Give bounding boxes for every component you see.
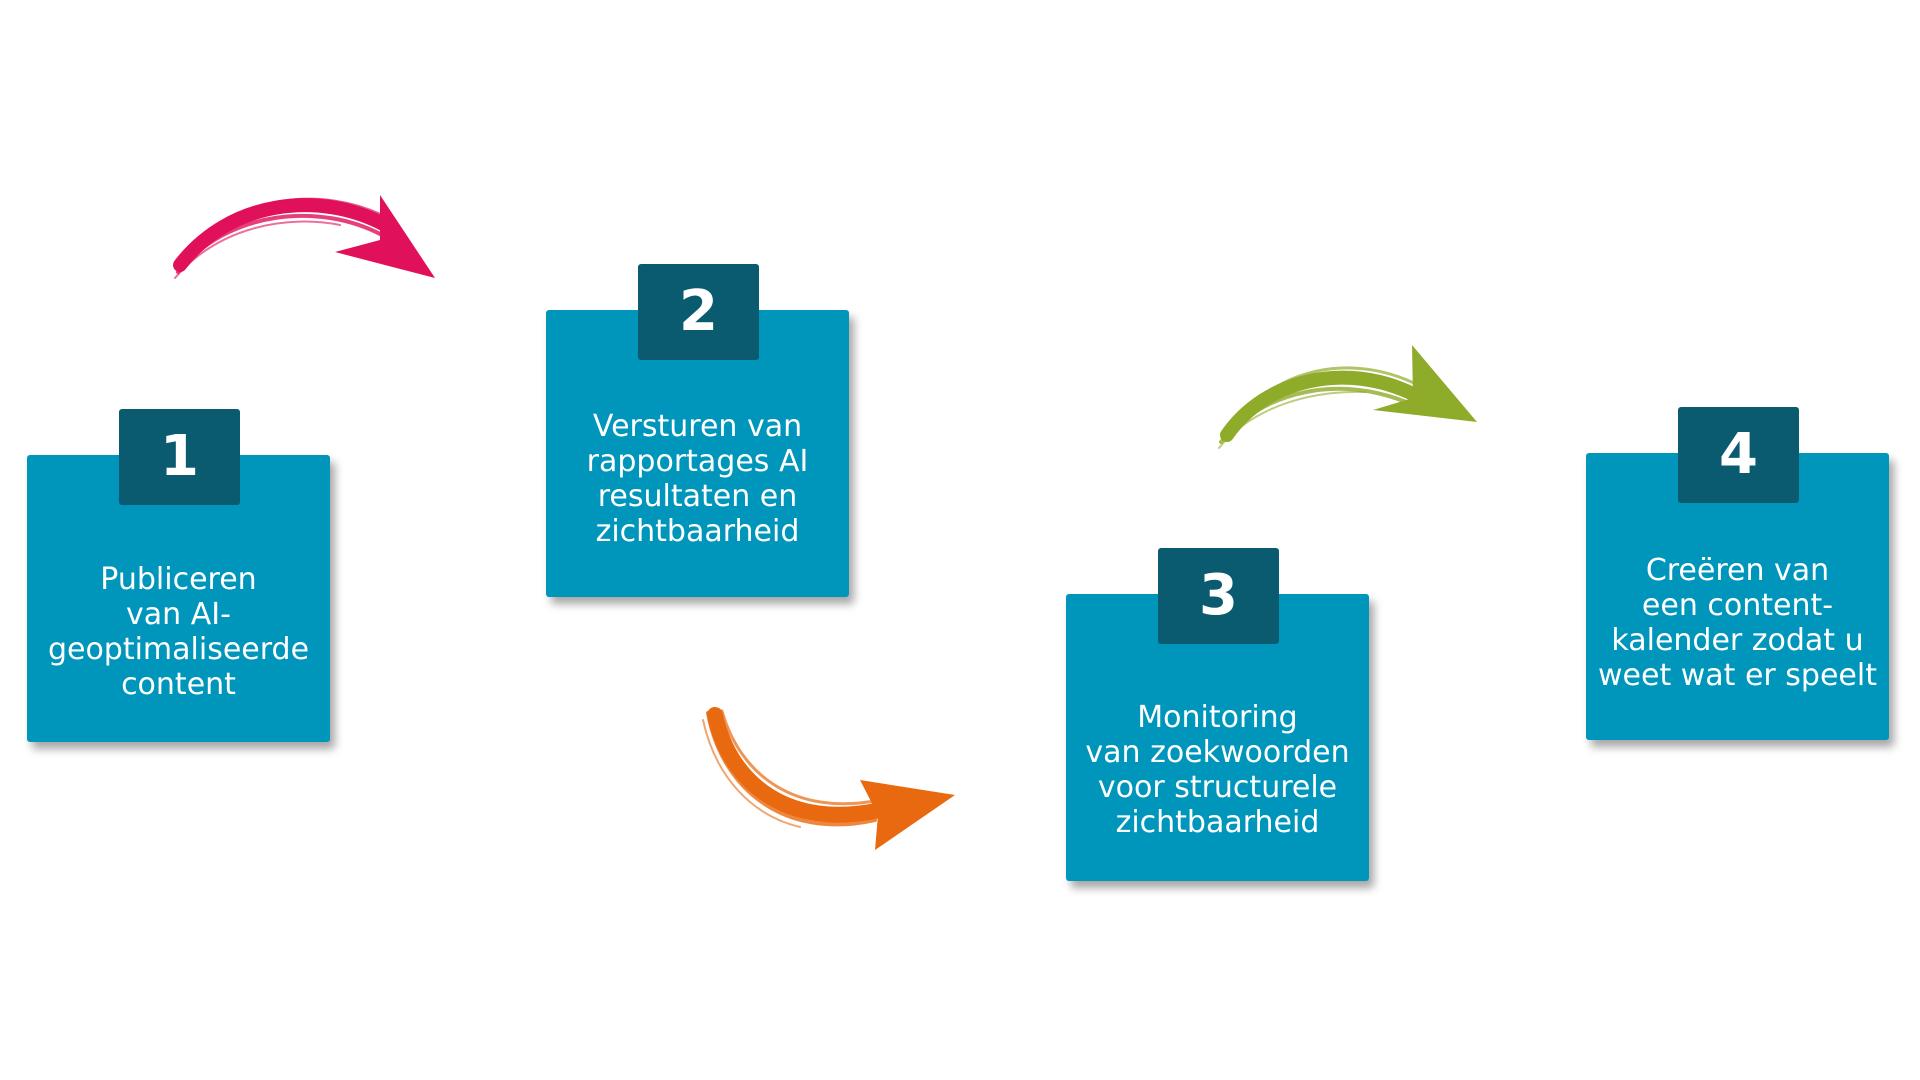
step-card-2: 2 Versturen van rapportages AI resultate…: [546, 264, 849, 597]
step-description: Publiceren van AI- geoptimaliseerde cont…: [47, 562, 310, 702]
arrow-step3-to-step4-icon: [1218, 345, 1477, 449]
arrow-step2-to-step3-icon: [702, 707, 955, 850]
step-card-3: 3 Monitoring van zoekwoorden voor struct…: [1066, 548, 1369, 881]
step-card-1: 1 Publiceren van AI- geoptimaliseerde co…: [27, 409, 330, 742]
step-description: Monitoring van zoekwoorden voor structur…: [1085, 700, 1350, 840]
arrow-step1-to-step2-icon: [173, 195, 435, 279]
step-description: Creëren van een content- kalender zodat …: [1598, 553, 1877, 693]
step-card-4: 4 Creëren van een content- kalender zoda…: [1586, 407, 1889, 740]
step-number-badge: 2: [638, 264, 759, 360]
step-number-badge: 3: [1158, 548, 1279, 644]
step-description: Versturen van rapportages AI resultaten …: [586, 409, 809, 549]
step-number-badge: 1: [119, 409, 240, 505]
step-number-badge: 4: [1678, 407, 1799, 503]
